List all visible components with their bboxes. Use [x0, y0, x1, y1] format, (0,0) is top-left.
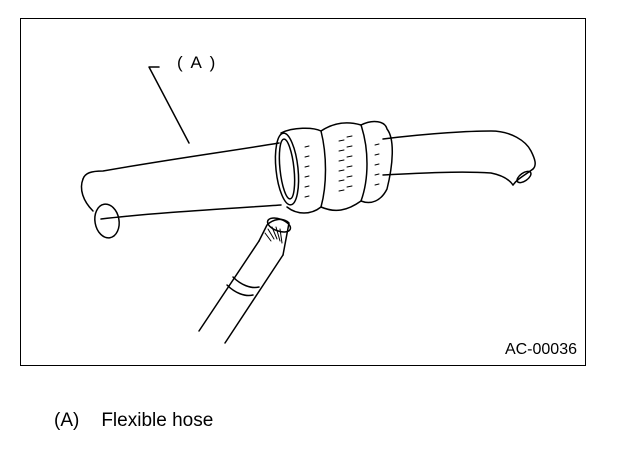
hose-right-section — [382, 130, 536, 186]
figure-frame: ( A ) AC-00036 — [20, 18, 586, 366]
hose-illustration — [80, 66, 536, 344]
bellows-hatching — [304, 135, 380, 198]
insertion-tool — [198, 217, 292, 344]
legend: (A) Flexible hose — [54, 410, 213, 432]
legend-key: (A) — [54, 410, 80, 431]
figure-id: AC-00036 — [504, 341, 577, 358]
bellows-joint — [274, 120, 393, 214]
hose-left-section — [80, 142, 282, 239]
tool-serrations — [264, 226, 283, 244]
callout-label-a: ( A ) — [177, 53, 218, 72]
legend-text: Flexible hose — [101, 410, 214, 431]
callout-leader — [148, 66, 190, 144]
